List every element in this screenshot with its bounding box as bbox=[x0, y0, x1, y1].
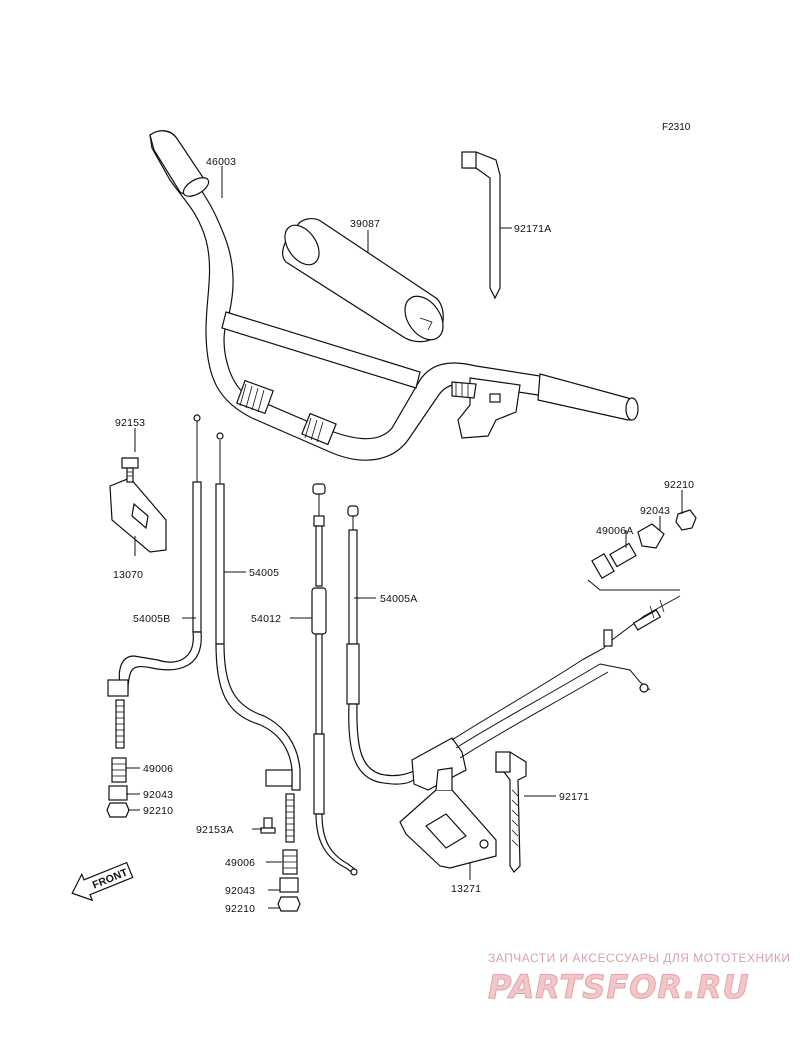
part-label-49006-left: 49006 bbox=[143, 763, 173, 775]
handlebar-pad-illustration bbox=[282, 218, 444, 343]
part-label-46003: 46003 bbox=[206, 156, 236, 168]
part-label-54005A: 54005A bbox=[380, 593, 417, 605]
cable-54005A-illustration bbox=[346, 505, 417, 785]
part-label-13271: 13271 bbox=[451, 883, 481, 895]
part-label-92153: 92153 bbox=[115, 417, 145, 429]
cable-tie-lower-illustration bbox=[495, 751, 527, 873]
part-labels: 46003 39087 92171A 92153 13070 54005 540… bbox=[113, 156, 694, 915]
part-label-92043-left: 92043 bbox=[143, 789, 173, 801]
part-label-54005: 54005 bbox=[249, 567, 279, 579]
cable-54005B-illustration bbox=[106, 414, 202, 818]
watermark-caption: ЗАПЧАСТИ И АКСЕССУАРЫ ДЛЯ МОТОТЕХНИКИ bbox=[488, 951, 790, 965]
cable-54012-illustration bbox=[311, 483, 358, 876]
part-label-92171A: 92171A bbox=[514, 223, 551, 235]
cable-54005-illustration bbox=[215, 432, 301, 912]
part-label-92210-upper: 92210 bbox=[664, 479, 694, 491]
part-label-49006A: 49006A bbox=[596, 525, 633, 537]
part-label-92043-upper: 92043 bbox=[640, 505, 670, 517]
handlebar-illustration bbox=[149, 130, 639, 461]
leader-lines bbox=[126, 166, 683, 909]
bracket-13271-illustration bbox=[399, 767, 497, 869]
watermark: ЗАПЧАСТИ И АКСЕССУАРЫ ДЛЯ МОТОТЕХНИКИ PA… bbox=[488, 951, 790, 1007]
figure-ref: F2310 bbox=[662, 122, 691, 133]
part-label-54005B: 54005B bbox=[133, 613, 170, 625]
front-arrow: FRONT bbox=[71, 861, 134, 902]
part-label-13070: 13070 bbox=[113, 569, 143, 581]
watermark-brand: PARTSFOR.RU bbox=[488, 968, 749, 1006]
part-label-92153A: 92153A bbox=[196, 824, 233, 836]
part-label-39087: 39087 bbox=[350, 218, 380, 230]
part-label-49006-lower: 49006 bbox=[225, 857, 255, 869]
part-label-92210-lower: 92210 bbox=[225, 903, 255, 915]
part-label-92043-lower: 92043 bbox=[225, 885, 255, 897]
part-label-92171: 92171 bbox=[559, 791, 589, 803]
adjuster-upper-right-illustration bbox=[591, 509, 697, 579]
part-label-92210-left: 92210 bbox=[143, 805, 173, 817]
part-label-54012: 54012 bbox=[251, 613, 281, 625]
cable-tie-upper-illustration bbox=[461, 151, 501, 300]
throttle-cable-assembly-illustration bbox=[411, 579, 681, 791]
bracket-13070-illustration bbox=[109, 457, 167, 553]
